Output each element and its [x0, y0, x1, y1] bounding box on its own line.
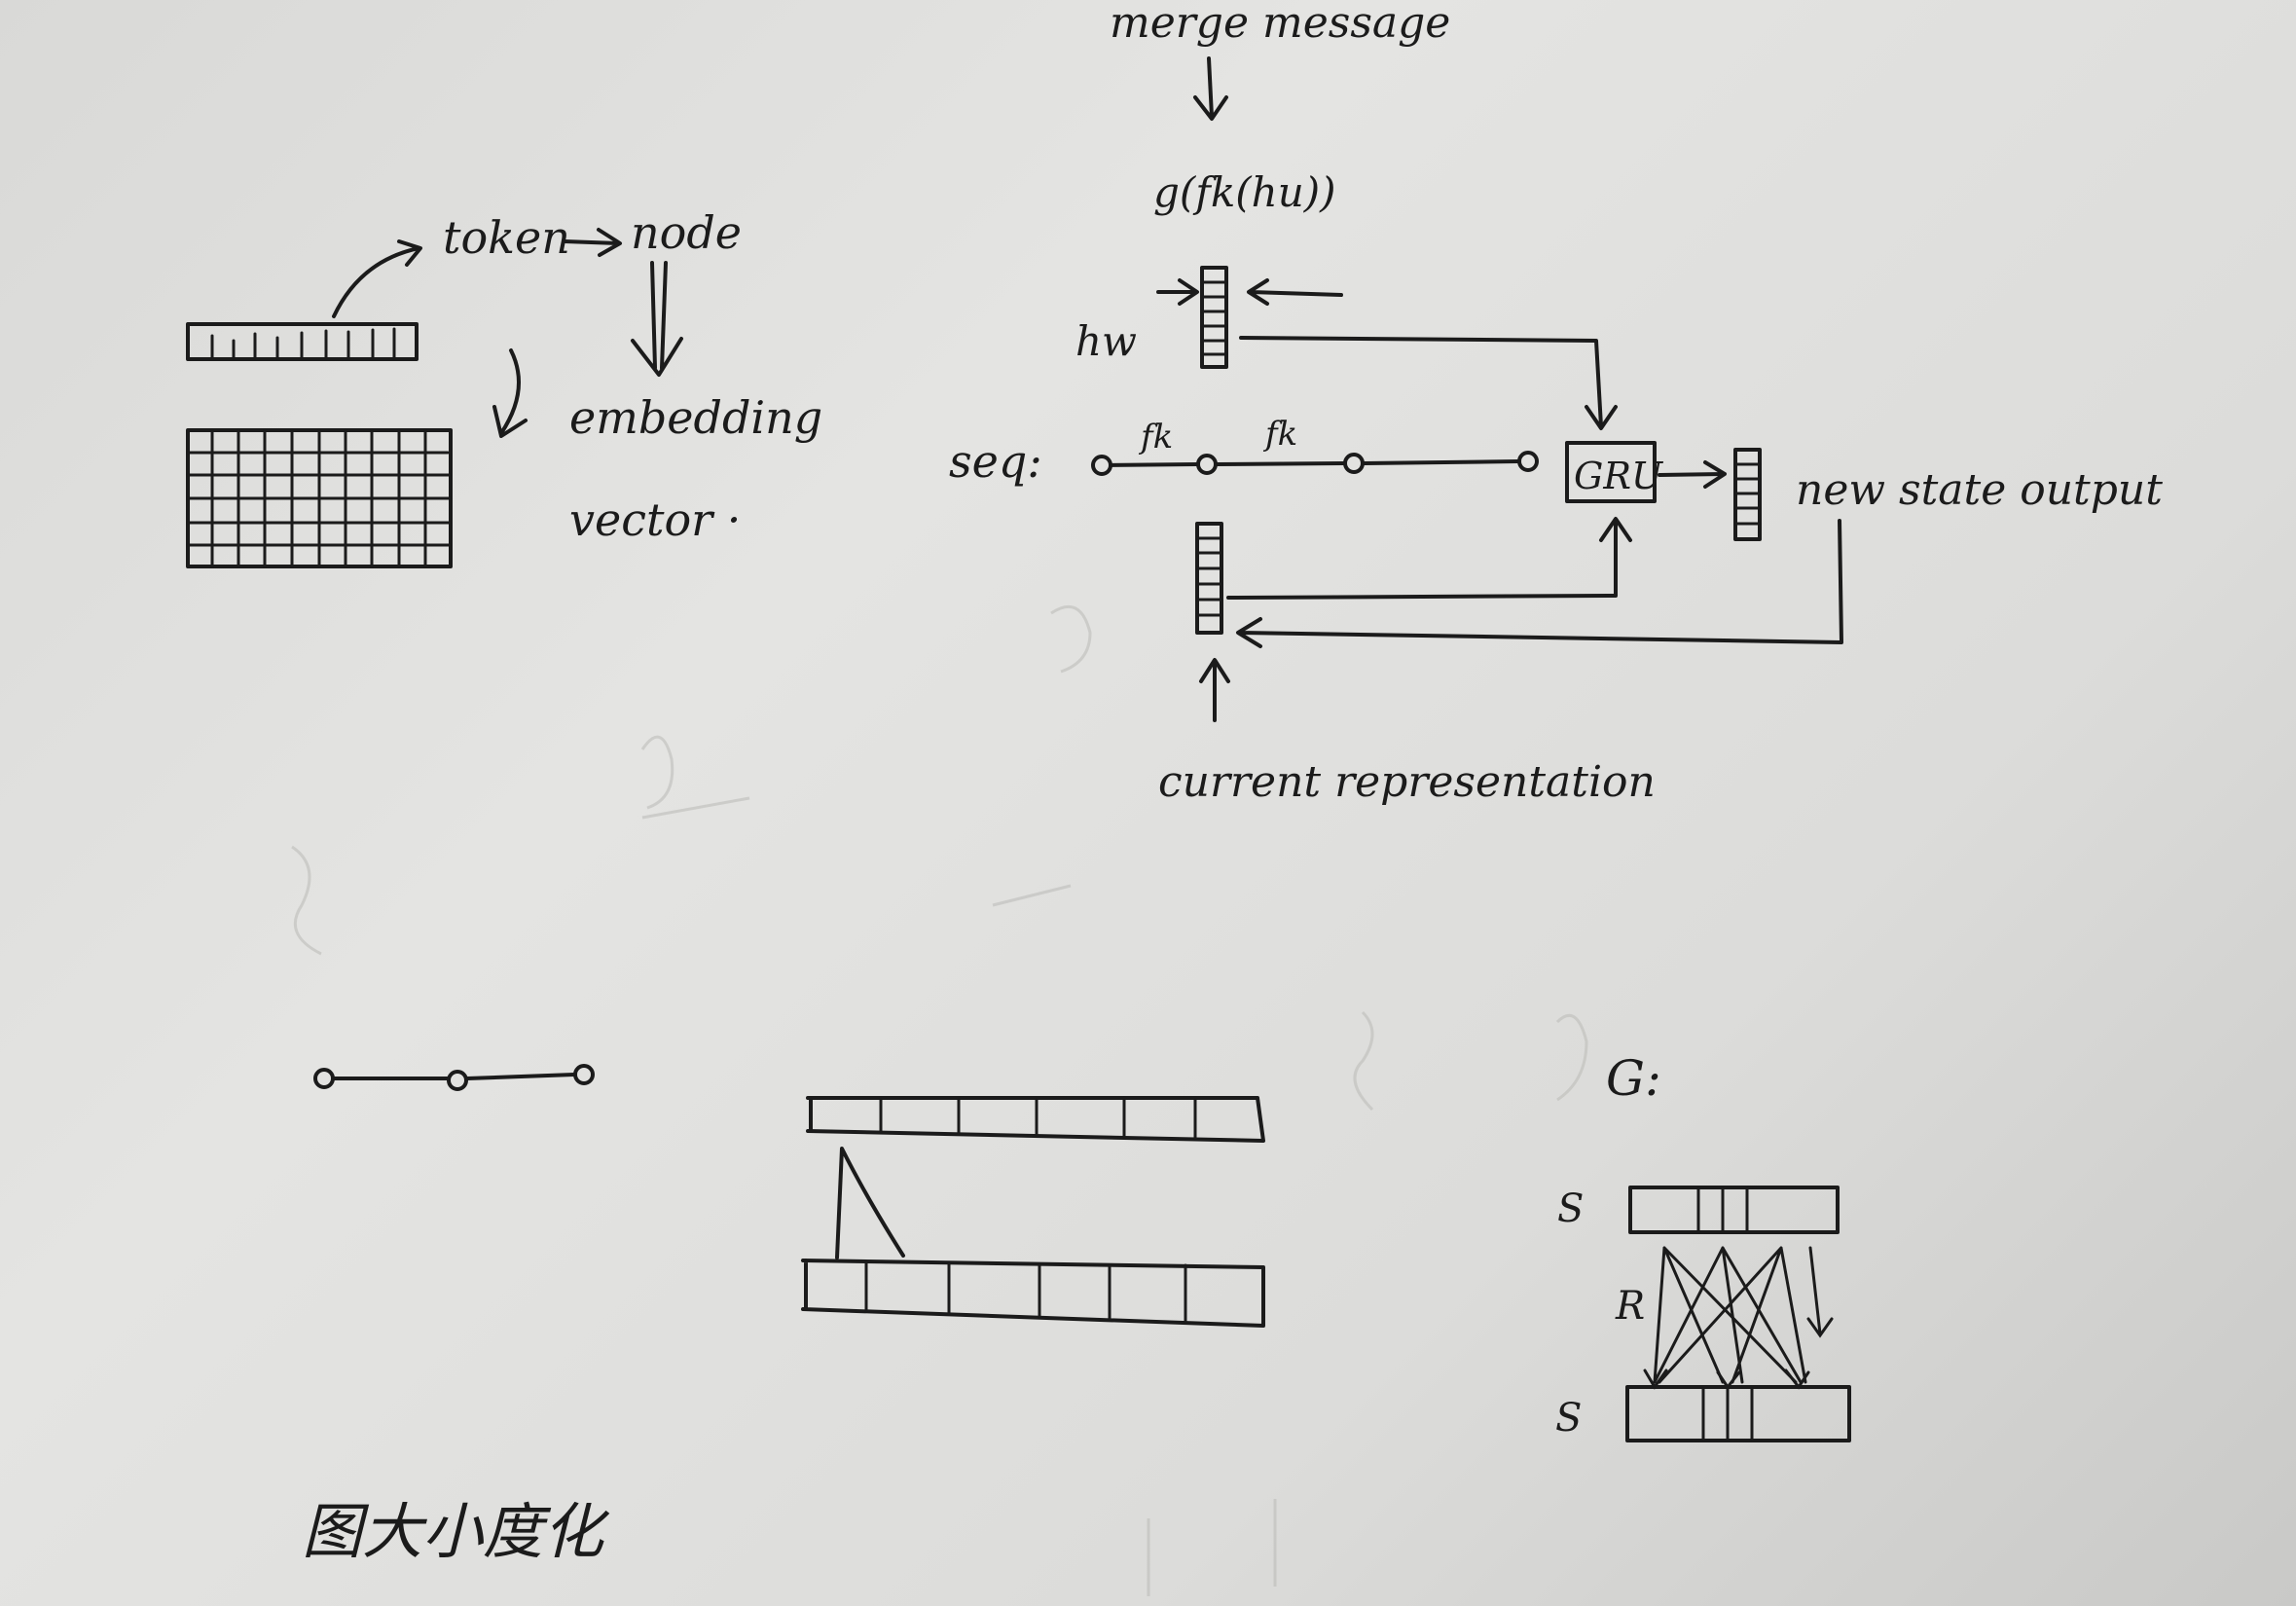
attention-strips — [801, 1096, 1265, 1328]
arrow-into-hw-left — [1156, 278, 1199, 306]
vector-label: vector · — [569, 493, 741, 546]
hw-to-gru-line — [1239, 336, 1618, 430]
r-label: R — [1615, 1284, 1645, 1329]
curved-arrow-up — [332, 246, 420, 318]
merge-down-arrow — [1193, 56, 1228, 121]
hw-vector — [1200, 266, 1228, 369]
node-label: node — [631, 206, 742, 259]
curved-arrow-down — [492, 348, 528, 438]
current-vector — [1195, 522, 1223, 635]
attention-curve — [835, 1147, 905, 1259]
chinese-caption: 图大小度化 — [302, 1496, 610, 1567]
token-label: token — [443, 211, 570, 264]
arrowhead-up — [397, 239, 422, 267]
bleed-through-marks — [291, 604, 1588, 1596]
seq-node-3 — [1343, 453, 1365, 474]
token-to-node-arrow — [563, 228, 622, 257]
merge-message-label: merge message — [1110, 0, 1450, 48]
node-chain — [313, 1064, 595, 1091]
s-top-label: S — [1557, 1186, 1584, 1231]
s-bottom-strip — [1625, 1385, 1851, 1442]
gru-to-new-state-arrow — [1658, 460, 1727, 489]
feedback-line — [1236, 519, 1843, 648]
gru-update-section: merge message g(fk(hu)) hw seq: fk fk GR… — [949, 0, 2163, 807]
seq-node-1 — [1091, 455, 1112, 476]
seq-edge — [1103, 459, 1520, 467]
seq-label: seq: — [949, 435, 1042, 488]
seq-node-2 — [1196, 454, 1218, 475]
token-embedding-section: token node embedding vector · — [186, 206, 822, 568]
gru-label: GRU — [1574, 455, 1664, 497]
fk-label-1: fk — [1138, 418, 1173, 456]
bottom-section: G: S R S 图大小度化 — [302, 1050, 1851, 1567]
g-function-label: g(fk(hu)) — [1153, 168, 1336, 216]
relation-edges — [1643, 1246, 1834, 1390]
s-top-strip — [1628, 1186, 1840, 1234]
current-to-gru-line — [1226, 517, 1632, 600]
current-up-arrow — [1199, 658, 1230, 722]
embedding-label: embedding — [569, 391, 822, 444]
arrow-into-hw-right — [1247, 278, 1343, 306]
hw-label: hw — [1075, 317, 1137, 365]
s-bottom-label: S — [1555, 1396, 1582, 1441]
current-representation-label: current representation — [1158, 757, 1656, 807]
token-strip — [186, 322, 419, 361]
g-label: G: — [1606, 1050, 1661, 1107]
double-down-arrow — [631, 261, 683, 377]
gru-box: GRU — [1565, 441, 1664, 503]
new-state-vector — [1733, 448, 1762, 541]
fk-label-2: fk — [1262, 415, 1297, 454]
new-state-output-label: new state output — [1796, 465, 2163, 515]
seq-node-4 — [1517, 451, 1539, 472]
embedding-grid — [186, 428, 453, 568]
